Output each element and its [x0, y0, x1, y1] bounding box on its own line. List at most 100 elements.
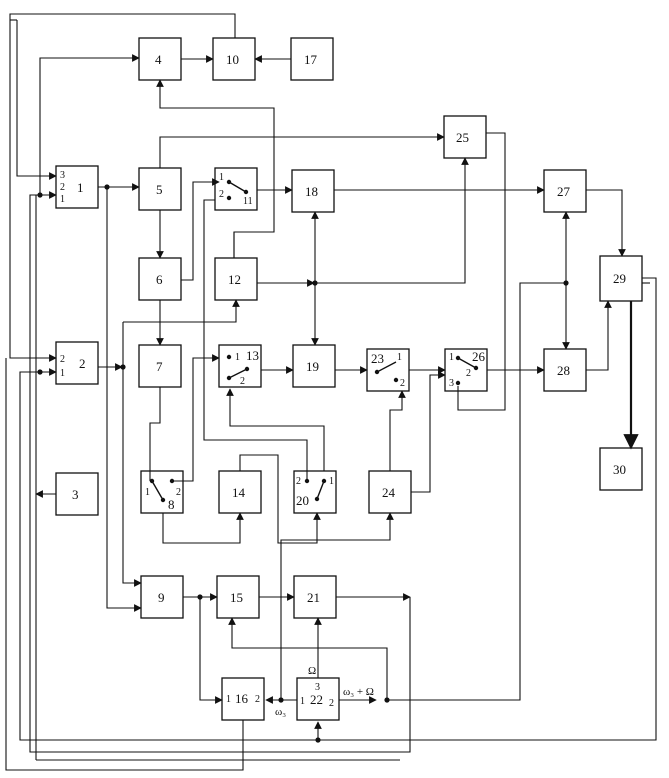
block-27: 27 — [544, 170, 586, 212]
signal-sum-label: ω₃ + Ω — [343, 686, 374, 698]
block-2: 2 2 1 — [56, 342, 98, 384]
block-25: 25 — [444, 116, 486, 158]
block-23-port-2: 2 — [400, 378, 405, 389]
block-30: 30 — [600, 448, 642, 490]
block-11: 1 2 11 — [215, 168, 257, 210]
block-28-label: 28 — [557, 363, 570, 378]
block-8: 1 2 8 — [141, 471, 183, 513]
wire-8-to-14 — [163, 513, 240, 543]
block-22-port-2: 2 — [329, 698, 334, 709]
block-15-label: 15 — [230, 590, 243, 605]
block-11-port-2: 2 — [219, 189, 224, 200]
block-16-port-2: 2 — [255, 694, 260, 705]
block-20-port-1: 1 — [329, 476, 334, 487]
wire-to-27-28-junction — [520, 283, 566, 600]
block-13-port-2: 2 — [240, 376, 245, 387]
block-6: 6 — [139, 258, 181, 300]
block-26-port-2: 2 — [466, 368, 471, 379]
block-24-label: 24 — [382, 485, 396, 500]
block-27-label: 27 — [557, 184, 571, 199]
block-17: 17 — [291, 38, 333, 80]
block-16-label: 16 — [235, 691, 249, 706]
block-26-port-1: 1 — [449, 352, 454, 363]
wire-2-to-12 — [123, 300, 236, 322]
signal-omega-label: Ω — [308, 665, 316, 677]
block-18-label: 18 — [305, 184, 318, 199]
block-23-port-1: 1 — [397, 352, 402, 363]
block-1-port-2: 2 — [60, 182, 65, 193]
block-8-label: 8 — [168, 497, 175, 512]
block-16-port-1: 1 — [226, 694, 231, 705]
block-4-label: 4 — [155, 52, 162, 67]
wire-16-bottom — [6, 358, 243, 770]
block-18: 18 — [292, 170, 334, 212]
block-10-label: 10 — [226, 52, 239, 67]
block-12-label: 12 — [228, 272, 241, 287]
block-13-label: 13 — [246, 348, 259, 363]
block-21: 21 — [294, 576, 336, 618]
block-19: 19 — [293, 345, 335, 387]
wire-1-to-9 — [107, 187, 141, 608]
block-2-label: 2 — [79, 356, 86, 371]
block-11-port-1: 1 — [219, 172, 224, 183]
block-1-port-3: 3 — [60, 170, 65, 181]
wire-10-to-2 — [10, 14, 235, 358]
block-12: 12 — [215, 258, 257, 300]
block-26-label: 26 — [472, 349, 486, 364]
wire-28-to-29 — [586, 301, 608, 370]
block-9: 9 — [141, 576, 183, 618]
block-20-port-2: 2 — [296, 476, 301, 487]
wire-24-to-23 — [390, 391, 402, 471]
block-21-label: 21 — [307, 590, 320, 605]
block-29: 29 — [600, 256, 642, 301]
signal-omega3-label: ω₃ — [275, 706, 286, 718]
block-9-label: 9 — [158, 590, 165, 605]
block-29-label: 29 — [613, 271, 626, 286]
wire-20-to-13 — [230, 389, 324, 471]
wire-24-to-26 — [411, 375, 445, 492]
block-1-port-1: 1 — [60, 194, 65, 205]
block-14: 14 — [219, 471, 261, 513]
wire-2-to-9 — [123, 367, 141, 583]
block-22-port-1: 1 — [300, 696, 305, 707]
block-4: 4 — [139, 38, 181, 80]
block-23: 23 1 2 — [367, 349, 409, 391]
wire-20-to-11 — [204, 200, 307, 481]
block-8-port-1: 1 — [145, 487, 150, 498]
block-7: 7 — [139, 345, 181, 387]
block-20: 2 1 20 — [294, 471, 336, 513]
block-3-label: 3 — [72, 487, 79, 502]
wire-junction-to-25 — [315, 158, 465, 283]
block-3: 3 — [56, 473, 98, 515]
block-16: 1 16 2 — [222, 678, 264, 720]
block-2-port-1: 1 — [60, 368, 65, 379]
block-26: 1 26 2 3 — [445, 349, 487, 391]
block-13-port-1: 1 — [235, 352, 240, 363]
block-5-label: 5 — [156, 182, 163, 197]
block-20-label: 20 — [296, 493, 309, 508]
block-22: 3 1 22 2 — [297, 678, 339, 720]
block-1: 1 3 2 1 — [56, 166, 98, 208]
block-1-label: 1 — [77, 180, 84, 195]
block-13: 1 13 2 — [219, 345, 261, 387]
block-6-label: 6 — [156, 272, 163, 287]
block-23-label: 23 — [371, 351, 384, 366]
block-28: 28 — [544, 349, 586, 391]
block-24: 24 — [369, 471, 411, 513]
block-26-port-3: 3 — [449, 378, 454, 389]
block-15: 15 — [217, 576, 259, 618]
block-11-label: 11 — [243, 196, 253, 207]
block-25-label: 25 — [456, 130, 469, 145]
block-19-label: 19 — [306, 359, 319, 374]
block-30-label: 30 — [613, 462, 626, 477]
wire-sum-right — [387, 600, 520, 700]
block-2-port-2: 2 — [60, 354, 65, 365]
wire-7-to-8 — [150, 387, 160, 481]
block-8-port-2: 2 — [176, 487, 181, 498]
wire-5-to-25 — [160, 137, 444, 168]
block-14-label: 14 — [232, 485, 246, 500]
block-7-label: 7 — [156, 359, 163, 374]
block-5: 5 — [139, 168, 181, 210]
wire-6-to-11 — [181, 182, 219, 280]
